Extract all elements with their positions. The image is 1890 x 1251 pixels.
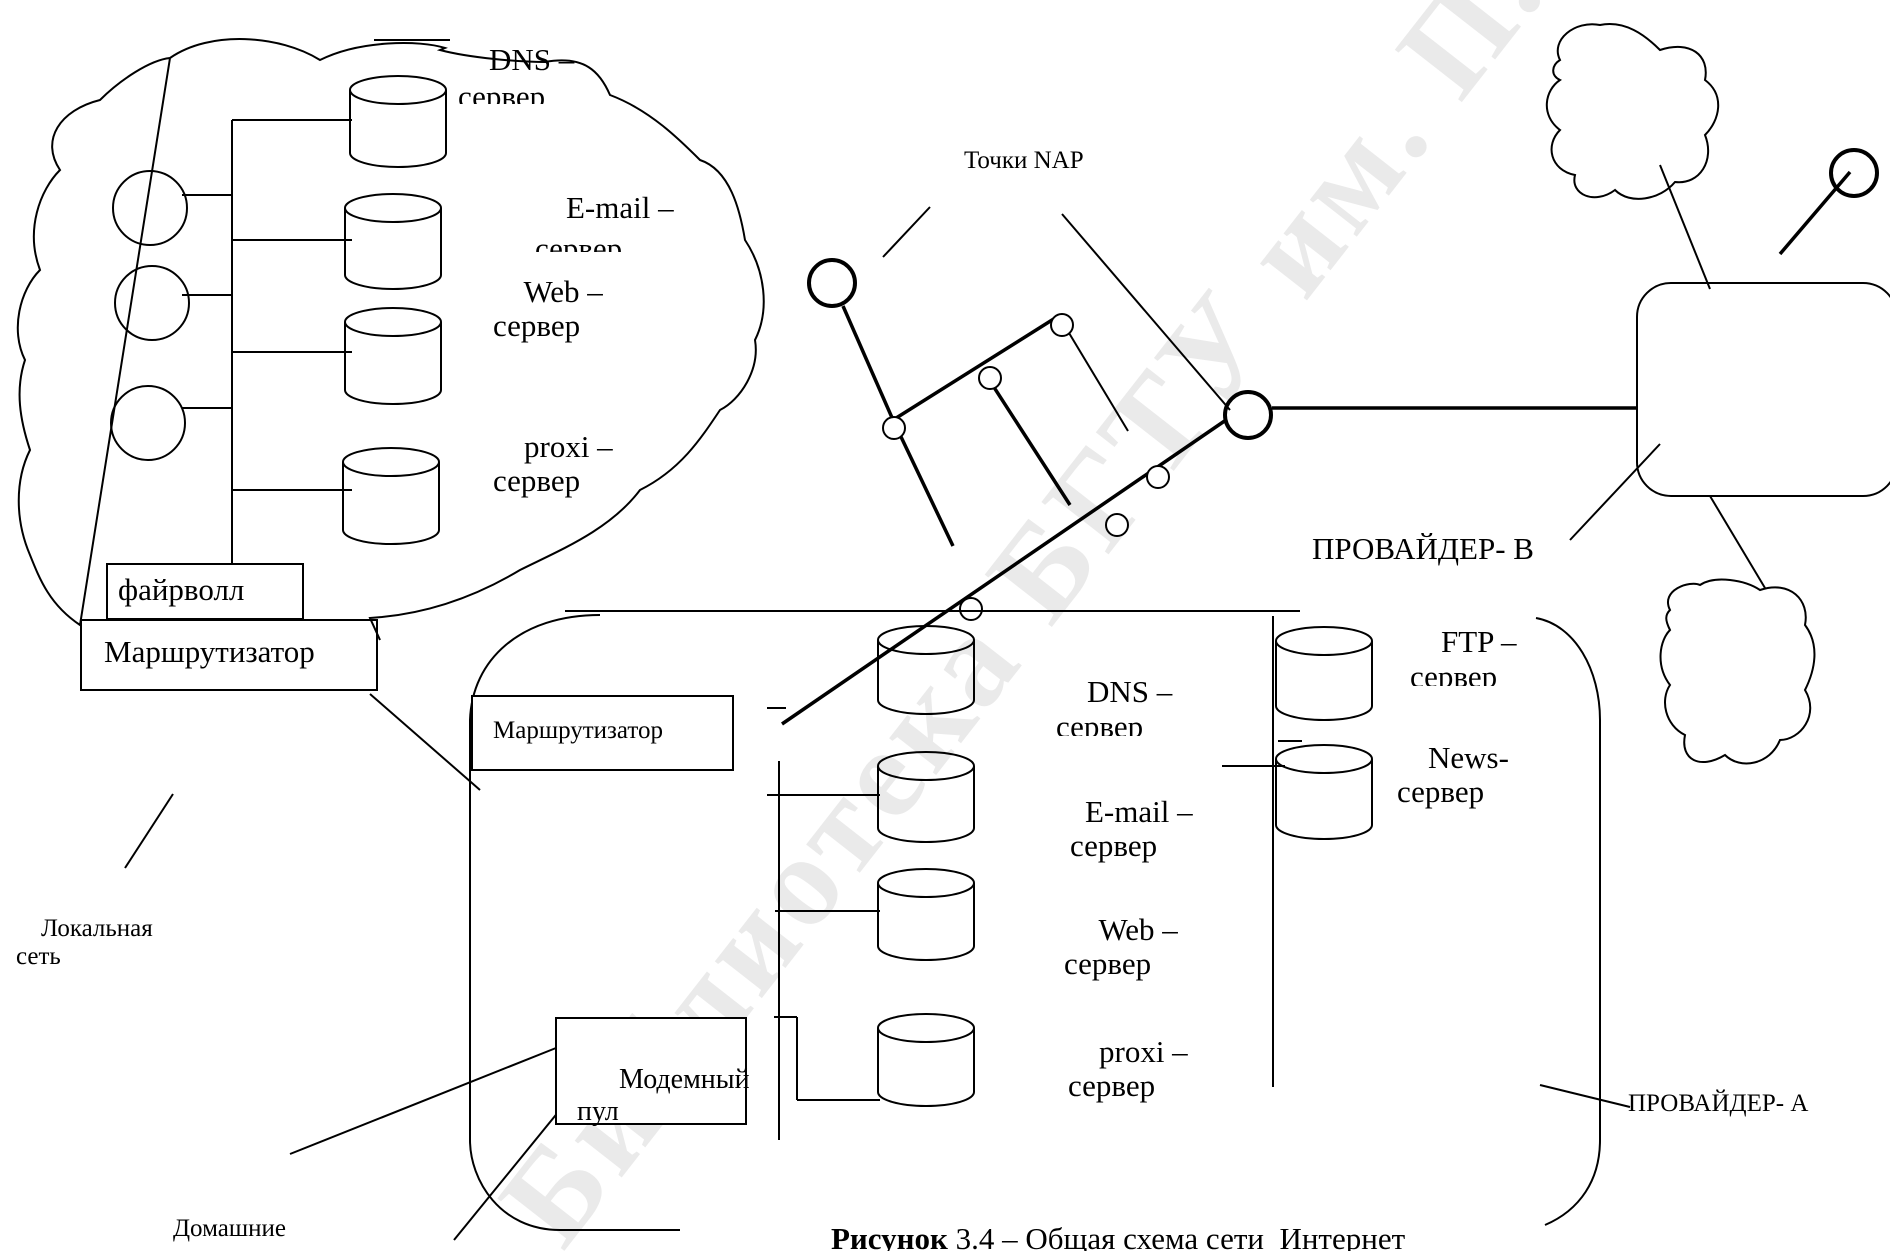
prov-db-4	[877, 1013, 975, 1107]
nap-node-1	[807, 258, 857, 308]
lan-workstation-1	[112, 170, 188, 246]
provider-a-label: ПРОВАЙДЕР- А	[1628, 1090, 1809, 1117]
provider-a-router-box: Маршрутизатор	[471, 695, 734, 771]
figure-caption: Рисунок 3.4 – Общая схема сети Интернет	[831, 1220, 1406, 1251]
prov-db-3	[877, 868, 975, 961]
prov-proxi-label: proxi –сервер	[1068, 1033, 1188, 1104]
provider-b-cloud-bottom	[1659, 578, 1816, 765]
lan-db-2	[344, 193, 442, 290]
provider-b-label: ПРОВАЙДЕР- В	[1312, 531, 1534, 566]
provider-b-cloud-top	[1545, 23, 1720, 200]
lan-workstation-3	[110, 385, 186, 461]
nap-node-3	[1829, 148, 1879, 198]
lan-db-4	[342, 447, 440, 545]
lan-db-1	[349, 75, 447, 168]
lan-proxi-label: proxi –сервер	[493, 428, 613, 499]
prov-ftp-label: FTP –сервер	[1410, 623, 1517, 687]
lan-router-box: Маршрутизатор	[80, 619, 378, 691]
lan-db-3	[344, 307, 442, 405]
prov-news-label: News-сервер	[1397, 739, 1509, 810]
prov-db-2	[877, 751, 975, 843]
prov-db-ftp	[1275, 626, 1373, 721]
prov-dns-label: DNS –сервер	[1056, 673, 1173, 737]
lan-workstation-2	[114, 265, 190, 341]
provider-a-outline	[469, 614, 680, 1231]
prov-db-1	[877, 625, 975, 715]
lan-web-label: Web –сервер	[493, 273, 603, 344]
lan-cloud	[16, 38, 765, 641]
prov-email-label: E-mail –сервер	[1070, 793, 1193, 864]
lan-email-label: E-mail –сервер	[535, 189, 674, 253]
lan-dns-label: DNS –сервер	[458, 41, 575, 105]
nap-label: Точки NAP	[964, 147, 1084, 174]
provider-b-box	[1636, 282, 1890, 497]
nap-node-2	[1223, 390, 1273, 440]
prov-web-label: Web –сервер	[1064, 911, 1178, 982]
prov-db-news	[1275, 744, 1373, 840]
lan-firewall-box: файрволл	[106, 563, 304, 620]
home-users-label: Домашниепользователи	[132, 1215, 286, 1251]
